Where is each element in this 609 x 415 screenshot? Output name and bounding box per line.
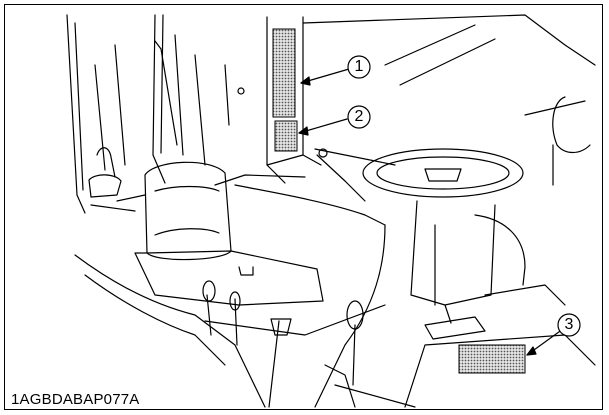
callout-number-3: 3 (564, 316, 574, 333)
callout-circle-3 (557, 313, 581, 337)
right-cab-frame (302, 14, 596, 186)
steering-column (410, 200, 526, 306)
figure-id-label: 1AGBDABAP077A (11, 391, 140, 408)
lower-pillar-label (274, 120, 298, 152)
callout-arrow-1 (300, 68, 350, 86)
cab-interior-illustration (66, 14, 596, 408)
gear-levers (202, 280, 364, 408)
steering-wheel (314, 148, 524, 202)
floor-console (74, 174, 416, 408)
callout-arrow-3 (526, 328, 564, 356)
callout-arrow-2 (298, 118, 348, 136)
upper-pillar-label (272, 28, 296, 118)
callout-number-1: 1 (354, 58, 364, 75)
callout-circle-1 (347, 55, 371, 79)
callout-circle-2 (347, 105, 371, 129)
rear-cab-frame (66, 14, 230, 214)
operator-seat (90, 161, 324, 306)
floor-label (458, 344, 526, 374)
left-wall-lever (88, 40, 245, 198)
figure-frame: 1 2 3 1AGBDABAP077A (4, 4, 603, 410)
callout-number-2: 2 (354, 108, 364, 125)
pedal-area (404, 284, 596, 408)
centre-pillar (266, 16, 322, 184)
